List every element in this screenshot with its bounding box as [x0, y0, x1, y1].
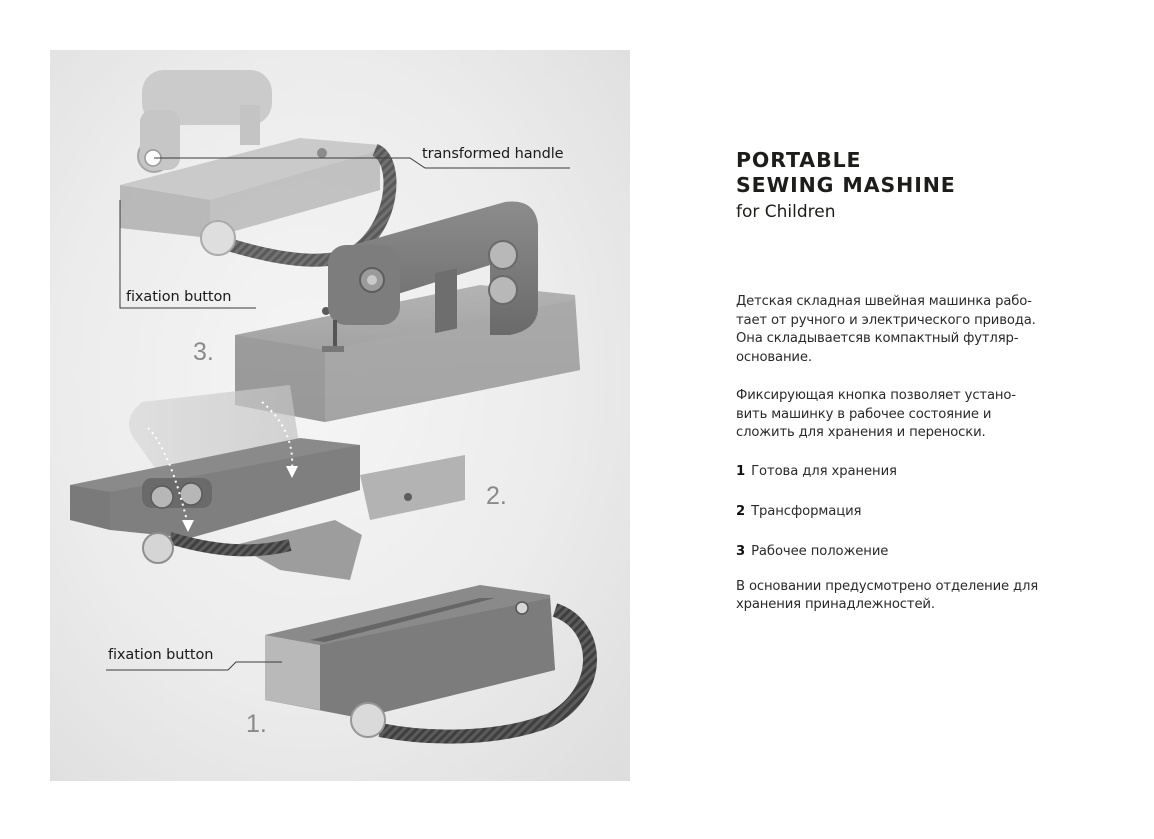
title-line-2: SEWING MASHINE: [736, 173, 956, 197]
paragraph-line: сложить для хранения и переноски.: [736, 425, 986, 440]
paragraph-storage: В основании предусмотрено отделение для …: [736, 578, 1096, 615]
stage-label: Готова для хранения: [751, 463, 897, 479]
paragraph-line: тает от ручного и электрического привода…: [736, 312, 1036, 328]
stage-item-2: 2 Трансформация: [736, 504, 1096, 519]
stage-label: Трансформация: [751, 503, 862, 519]
stage-number: 3: [736, 543, 746, 559]
description-column: PORTABLE SEWING MASHINE for Children Дет…: [736, 148, 1096, 615]
stage-number: 2: [736, 503, 746, 519]
callout-transformed-handle: transformed handle: [422, 146, 564, 162]
paragraph-line: Фиксирующая кнопка позволяет устано-: [736, 388, 1016, 403]
paragraph-line: В основании предусмотрено отделение для: [736, 578, 1039, 594]
page-subtitle: for Children: [736, 202, 836, 222]
page-title: PORTABLE SEWING MASHINE: [736, 148, 1096, 198]
machine-top-faded: [120, 70, 397, 267]
paragraph-line: хранения принадлежностей.: [736, 597, 935, 612]
paragraph-line: Детская складная швейная машинка рабо-: [736, 294, 1032, 309]
leader-fixation-button-top: [119, 200, 256, 309]
callout-fixation-button-top: fixation button: [126, 289, 232, 305]
step-number-2: 2.: [486, 482, 507, 510]
sewing-machine-illustration: [70, 70, 597, 744]
paragraph-line: Она складываетсяв компактный футляр-: [736, 331, 1019, 346]
step-number-3: 3.: [193, 338, 214, 366]
paragraph-line: основание.: [736, 349, 812, 365]
product-photo: transformed handle fixation button fixat…: [50, 50, 630, 781]
stage-number: 1: [736, 463, 746, 479]
stage-label: Рабочее положение: [751, 543, 889, 559]
leader-transformed-handle: [154, 157, 570, 169]
stage-item-3: 3 Рабочее положение: [736, 544, 1096, 559]
stage-item-1: 1 Готова для хранения: [736, 464, 1096, 479]
paragraph-intro: Детская складная швейная машинка рабо- т…: [736, 293, 1096, 367]
step-number-1: 1.: [246, 710, 267, 738]
machine-stage1: [265, 585, 597, 744]
machine-stage2: [70, 385, 465, 580]
callout-fixation-button-bottom: fixation button: [108, 647, 214, 663]
paragraph-line: вить машинку в рабочее состояние и: [736, 406, 992, 422]
title-line-1: PORTABLE: [736, 148, 862, 172]
leader-fixation-button-bottom: [106, 661, 282, 671]
paragraph-fixation: Фиксирующая кнопка позволяет устано- вит…: [736, 387, 1096, 443]
